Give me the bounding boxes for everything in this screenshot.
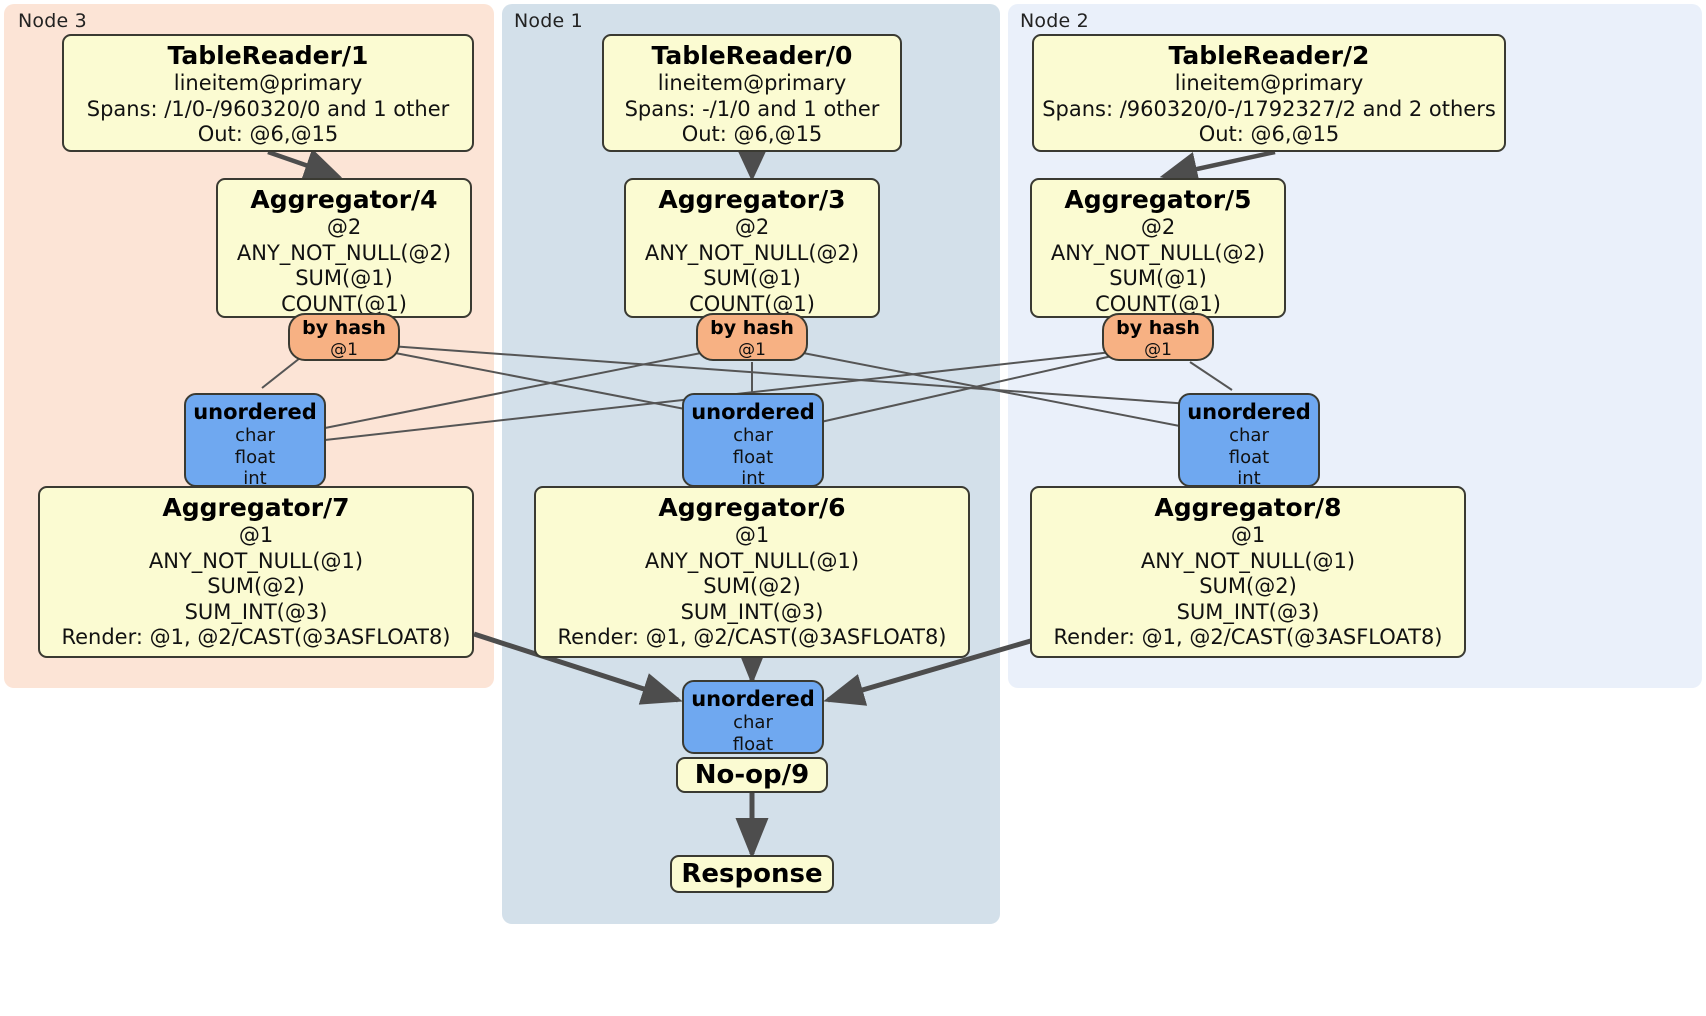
processor-line: @1 [734, 523, 770, 547]
synchronizer-title: unordered [1187, 400, 1311, 424]
processor-line: SUM_INT(@3) [680, 599, 824, 624]
synchronizer-title: unordered [691, 400, 815, 424]
synchronizer-type: int [243, 468, 267, 489]
processor-line: SUM(@2) [207, 574, 305, 598]
synchronizer-title: unordered [193, 400, 317, 424]
processor-aggregator-7[interactable]: Aggregator/7 @1 ANY_NOT_NULL(@1) SUM(@2)… [38, 486, 474, 658]
processor-line: ANY_NOT_NULL(@1) [148, 548, 364, 573]
processor-line: ANY_NOT_NULL(@1) [1140, 548, 1356, 573]
router-key: @1 [330, 340, 358, 360]
processor-line: @2 [326, 215, 362, 239]
processor-line: lineitem@primary [657, 71, 847, 95]
router-key: @1 [738, 340, 766, 360]
processor-line: ANY_NOT_NULL(@2) [644, 240, 860, 265]
processor-line: lineitem@primary [1174, 71, 1364, 95]
processor-line: Spans: /960320/0-/1792327/2 and 2 others [1042, 96, 1496, 121]
synchronizer-type: char [733, 712, 773, 733]
processor-title: Aggregator/5 [1064, 185, 1252, 214]
processor-title: Response [681, 859, 823, 889]
synchronizer-unordered-node1[interactable]: unordered char float int [682, 393, 824, 489]
synchronizer-unordered-node2[interactable]: unordered char float int [1178, 393, 1320, 489]
processor-line: Out: @6,@15 [197, 122, 339, 146]
synchronizer-unordered-node3[interactable]: unordered char float int [184, 393, 326, 489]
synchronizer-type: char [733, 425, 773, 446]
processor-table-reader-0[interactable]: TableReader/0 lineitem@primary Spans: -/… [602, 34, 902, 152]
processor-aggregator-8[interactable]: Aggregator/8 @1 ANY_NOT_NULL(@1) SUM(@2)… [1030, 486, 1466, 658]
synchronizer-type: int [1237, 468, 1261, 489]
processor-line: @1 [1230, 523, 1266, 547]
processor-line: SUM(@2) [703, 574, 801, 598]
processor-render-line: Render: @1, @2/CAST(@3ASFLOAT8) [61, 625, 451, 649]
processor-aggregator-4[interactable]: Aggregator/4 @2 ANY_NOT_NULL(@2) SUM(@1)… [216, 178, 472, 318]
processor-title: TableReader/1 [167, 41, 369, 70]
synchronizer-type: float [1228, 446, 1270, 468]
processor-line: SUM_INT(@3) [184, 599, 328, 624]
processor-render-line: Render: @1, @2/CAST(@3ASFLOAT8) [557, 625, 947, 649]
processor-aggregator-6[interactable]: Aggregator/6 @1 ANY_NOT_NULL(@1) SUM(@2)… [534, 486, 970, 658]
router-title: by hash [1116, 317, 1200, 339]
processor-line: lineitem@primary [173, 71, 363, 95]
synchronizer-unordered-final[interactable]: unordered char float [682, 680, 824, 755]
processor-title: Aggregator/6 [658, 493, 846, 522]
processor-line: Spans: -/1/0 and 1 other [624, 96, 880, 121]
processor-title: Aggregator/4 [250, 185, 438, 214]
processor-line: Out: @6,@15 [1198, 122, 1340, 146]
processor-noop-9[interactable]: No-op/9 [676, 757, 828, 793]
router-title: by hash [710, 317, 794, 339]
processor-line: ANY_NOT_NULL(@2) [1050, 240, 1266, 265]
synchronizer-title: unordered [691, 687, 815, 711]
processor-line: Spans: /1/0-/960320/0 and 1 other [86, 96, 450, 121]
processor-line: SUM(@1) [295, 266, 393, 290]
processor-line: @2 [1140, 215, 1176, 239]
node-label-node1: Node 1 [514, 10, 583, 32]
processor-table-reader-1[interactable]: TableReader/1 lineitem@primary Spans: /1… [62, 34, 474, 152]
processor-line: COUNT(@1) [689, 291, 815, 316]
node-label-node3: Node 3 [18, 10, 87, 32]
processor-aggregator-3[interactable]: Aggregator/3 @2 ANY_NOT_NULL(@2) SUM(@1)… [624, 178, 880, 318]
synchronizer-type: char [235, 425, 275, 446]
processor-line: SUM(@1) [1109, 266, 1207, 290]
synchronizer-type: char [1229, 425, 1269, 446]
processor-line: @1 [238, 523, 274, 547]
processor-response[interactable]: Response [670, 855, 834, 893]
synchronizer-type: int [741, 468, 765, 489]
processor-title: Aggregator/7 [162, 493, 350, 522]
processor-line: COUNT(@1) [281, 291, 407, 316]
processor-line: @2 [734, 215, 770, 239]
processor-title: Aggregator/8 [1154, 493, 1342, 522]
processor-aggregator-5[interactable]: Aggregator/5 @2 ANY_NOT_NULL(@2) SUM(@1)… [1030, 178, 1286, 318]
synchronizer-type: float [732, 446, 774, 468]
processor-line: SUM_INT(@3) [1176, 599, 1320, 624]
synchronizer-type: float [234, 446, 276, 468]
processor-title: TableReader/0 [651, 41, 853, 70]
processor-line: Out: @6,@15 [681, 122, 823, 146]
processor-line: SUM(@1) [703, 266, 801, 290]
processor-title: Aggregator/3 [658, 185, 846, 214]
processor-title: No-op/9 [694, 760, 810, 790]
processor-line: ANY_NOT_NULL(@1) [644, 548, 860, 573]
processor-line: SUM(@2) [1199, 574, 1297, 598]
processor-line: ANY_NOT_NULL(@2) [236, 240, 452, 265]
processor-render-line: Render: @1, @2/CAST(@3ASFLOAT8) [1053, 625, 1443, 649]
router-title: by hash [302, 317, 386, 339]
router-by-hash-node2[interactable]: by hash @1 [1102, 313, 1214, 361]
processor-title: TableReader/2 [1168, 41, 1370, 70]
router-by-hash-node1[interactable]: by hash @1 [696, 313, 808, 361]
router-key: @1 [1144, 340, 1172, 360]
node-label-node2: Node 2 [1020, 10, 1089, 32]
processor-line: COUNT(@1) [1095, 291, 1221, 316]
processor-table-reader-2[interactable]: TableReader/2 lineitem@primary Spans: /9… [1032, 34, 1506, 152]
router-by-hash-node3[interactable]: by hash @1 [288, 313, 400, 361]
synchronizer-type: float [732, 733, 774, 755]
